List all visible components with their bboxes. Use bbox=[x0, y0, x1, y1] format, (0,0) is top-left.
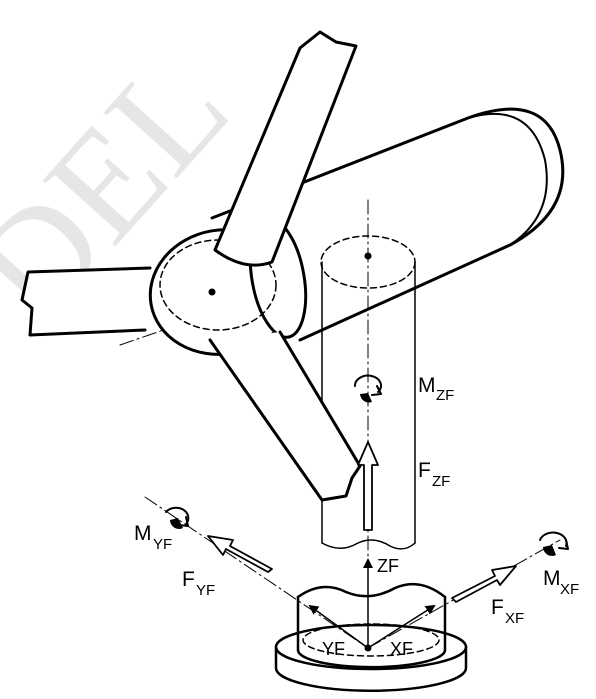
mzf-moment-icon bbox=[353, 374, 382, 403]
y-axis-line bbox=[144, 496, 369, 649]
tower-top-dot bbox=[364, 252, 372, 260]
blade-upper bbox=[213, 30, 358, 267]
label-xf: XF bbox=[390, 639, 413, 659]
fxf-force-arrow bbox=[451, 565, 517, 603]
mxf-moment-icon bbox=[539, 531, 569, 556]
svg-text:YF: YF bbox=[196, 582, 215, 599]
label-yf: YF bbox=[322, 639, 345, 659]
label-fxf: F XF bbox=[491, 596, 524, 627]
label-zf: ZF bbox=[377, 556, 399, 576]
svg-text:M: M bbox=[543, 567, 561, 590]
fyf-force-arrow bbox=[207, 535, 273, 573]
svg-text:F: F bbox=[418, 459, 431, 482]
svg-text:ZF: ZF bbox=[436, 387, 454, 404]
svg-text:M: M bbox=[134, 522, 152, 545]
svg-text:F: F bbox=[182, 568, 195, 591]
svg-text:F: F bbox=[491, 596, 504, 619]
base-center-dot bbox=[364, 644, 372, 652]
label-myf: M YF bbox=[134, 522, 172, 553]
label-mxf: M XF bbox=[543, 567, 579, 598]
svg-text:M: M bbox=[418, 374, 436, 397]
yf-arrow bbox=[308, 604, 369, 649]
label-fyf: F YF bbox=[182, 568, 215, 599]
xf-arrow bbox=[367, 604, 436, 649]
blade-lower bbox=[208, 330, 362, 502]
label-fzf: F ZF bbox=[418, 459, 450, 490]
svg-text:XF: XF bbox=[560, 581, 579, 598]
fzf-force-arrow bbox=[357, 441, 379, 531]
myf-moment-icon bbox=[165, 506, 190, 529]
blade-left bbox=[20, 266, 152, 337]
hub-center-dot bbox=[208, 288, 216, 296]
svg-text:ZF: ZF bbox=[432, 473, 450, 490]
label-mzf: M ZF bbox=[418, 374, 454, 404]
svg-text:YF: YF bbox=[153, 536, 172, 553]
svg-text:XF: XF bbox=[505, 610, 524, 627]
tower-base bbox=[274, 582, 468, 692]
